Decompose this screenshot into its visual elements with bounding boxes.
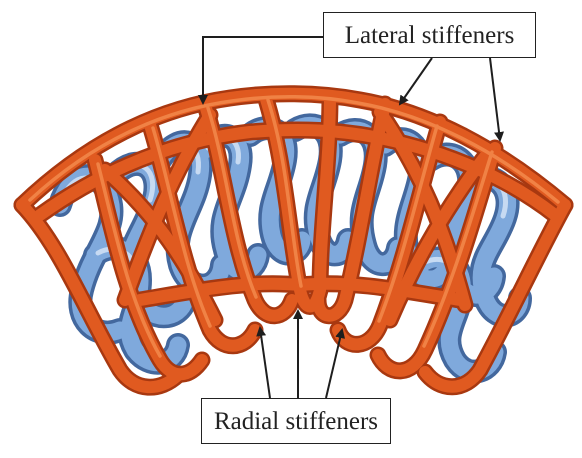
lateral-stiffeners-label: Lateral stiffeners [323, 12, 536, 58]
radial-stiffeners-label: Radial stiffeners [201, 398, 391, 444]
lateral-arrow-3 [490, 58, 500, 140]
lateral-arrow-2 [400, 58, 432, 104]
radial-arrow-1 [260, 328, 270, 398]
